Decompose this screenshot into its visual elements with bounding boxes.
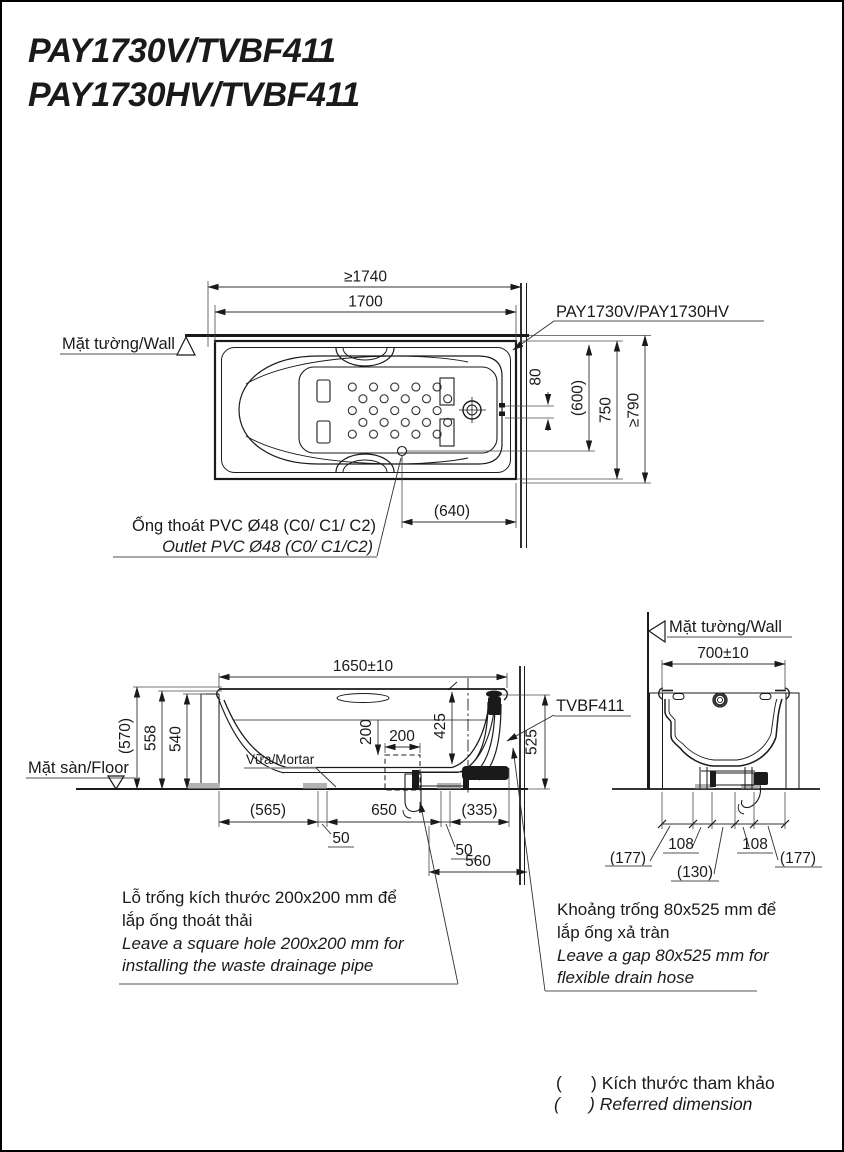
drain-elbow (462, 766, 509, 780)
end-view: Mặt tường/Wall (605, 612, 822, 882)
top-view-dimensions: ≥1740 1700 80 (600) 750 ≥790 (640) (207, 269, 651, 528)
wall-section-marker-icon (647, 619, 666, 644)
gap-note-en-2: flexible drain hose (557, 968, 694, 987)
overflow-fitting-icon (486, 690, 502, 698)
gap-note: Khoảng trống 80x525 mm để lắp ống xả trà… (545, 900, 776, 992)
wall-callout: Mặt tường/Wall (60, 335, 196, 356)
dim-width-600: (600) (570, 380, 587, 416)
overflow-slot-icon (499, 403, 505, 408)
valve-callout: TVBF411 (506, 697, 631, 742)
rim-peg (759, 693, 772, 700)
model-title-line1: PAY1730V/TVBF411 (28, 32, 336, 70)
waste-hose (740, 784, 762, 809)
dim-560: 560 (465, 853, 491, 870)
hole-note-vi-1: Lỗ trống kích thước 200x200 mm để (122, 888, 397, 907)
grab-recess-bottom (335, 453, 395, 473)
dim-overall-length: ≥1740 (344, 269, 387, 286)
valve-label: TVBF411 (556, 697, 624, 715)
dim-offset-80: 80 (528, 368, 545, 386)
outlet-note-vi: Ống thoát PVC Ø48 (C0/ C1/ C2) (132, 515, 376, 535)
rim-peg (672, 693, 685, 700)
hole-note-vi-2: lắp ống thoát thải (122, 911, 252, 930)
hole-note: Lỗ trống kích thước 200x200 mm để lắp ốn… (119, 888, 458, 985)
floor-hole-200x200 (384, 754, 421, 791)
grip-pad (316, 420, 331, 444)
dim-177-left: (177) (610, 850, 646, 867)
tub-end-section (658, 687, 790, 772)
dim-335: (335) (461, 802, 497, 819)
dim-hole-200: 200 (389, 728, 415, 745)
dim-length-1700: 1700 (348, 294, 383, 311)
gap-note-vi-1: Khoảng trống 80x525 mm để (557, 900, 776, 919)
outlet-callout: Ống thoát PVC Ø48 (C0/ C1/ C2) Outlet PV… (113, 457, 402, 558)
drain-icon (459, 397, 486, 423)
mortar-column (200, 693, 220, 790)
wall-label: Mặt tường/Wall (669, 618, 782, 636)
dim-height-540: 540 (168, 726, 185, 752)
end-drain-assembly (699, 767, 768, 815)
wall-label: Mặt tường/Wall (62, 335, 175, 353)
dim-height-570: (570) (117, 718, 134, 754)
anti-slip-dots (347, 381, 453, 440)
overflow-icon (712, 692, 728, 708)
dim-425: 425 (432, 713, 449, 739)
dim-177-right: (177) (780, 850, 816, 867)
legend-referred-en: ( ) Referred dimension (554, 1094, 752, 1114)
dim-outlet-640: (640) (434, 503, 470, 520)
end-view-dimensions: 700±10 (177) 108 (130) 108 (605, 645, 822, 882)
grab-recess-top (335, 347, 395, 367)
dim-depth-200: 200 (358, 719, 375, 745)
dim-overall-width: ≥790 (626, 392, 643, 427)
model-label: PAY1730V/PAY1730HV (556, 303, 729, 321)
dim-length-1650: 1650±10 (333, 658, 394, 675)
wall-callout: Mặt tường/Wall (647, 618, 792, 644)
title-block: PAY1730V/TVBF411 PAY1730HV/TVBF411 (28, 32, 360, 114)
mortar-label: Vữa/Mortar (246, 752, 315, 767)
outlet-note-en: Outlet PVC Ø48 (C0/ C1/C2) (162, 538, 373, 556)
dim-108-right: 108 (742, 836, 768, 853)
dim-130: (130) (677, 864, 713, 881)
gap-note-en-1: Leave a gap 80x525 mm for (557, 946, 770, 965)
floor-level-marker-icon (106, 775, 126, 791)
floor-label: Mặt sàn/Floor (28, 759, 129, 777)
dim-565: (565) (250, 802, 286, 819)
dim-108-left: 108 (668, 836, 694, 853)
side-view-dimensions: 1650±10 (570) 558 540 200 200 425 525 (117, 658, 550, 876)
dim-650: 650 (371, 802, 397, 819)
hole-note-en-2: installing the waste drainage pipe (122, 956, 373, 975)
overflow-hole (336, 693, 390, 703)
dim-50-left: 50 (332, 830, 350, 847)
floor-callout: Mặt sàn/Floor (26, 759, 140, 791)
model-title-line2: PAY1730HV/TVBF411 (28, 76, 360, 114)
dim-height-558: 558 (143, 725, 160, 751)
grip-pad (316, 379, 331, 403)
gap-note-vi-2: lắp ống xả tràn (557, 923, 669, 942)
model-callout: PAY1730V/PAY1730HV (512, 303, 764, 351)
side-view: 1650±10 (570) 558 540 200 200 425 525 (26, 658, 631, 992)
dim-50-right: 50 (455, 842, 473, 859)
drain-elbow (754, 772, 768, 785)
hole-note-en-1: Leave a square hole 200x200 mm for (122, 934, 405, 953)
mortar-callout: Vữa/Mortar (244, 752, 337, 788)
dim-width-750: 750 (598, 397, 615, 423)
legend: ( ) Kích thước tham khảo ( ) Referred di… (554, 1073, 775, 1114)
tub-plan (213, 339, 518, 481)
wall-section-marker-icon (176, 335, 196, 356)
dim-525: 525 (524, 729, 541, 755)
legend-referred-vi: ( ) Kích thước tham khảo (556, 1073, 775, 1093)
dim-width-700: 700±10 (697, 645, 749, 662)
top-view: ≥1740 1700 80 (600) 750 ≥790 (640) (60, 269, 764, 558)
